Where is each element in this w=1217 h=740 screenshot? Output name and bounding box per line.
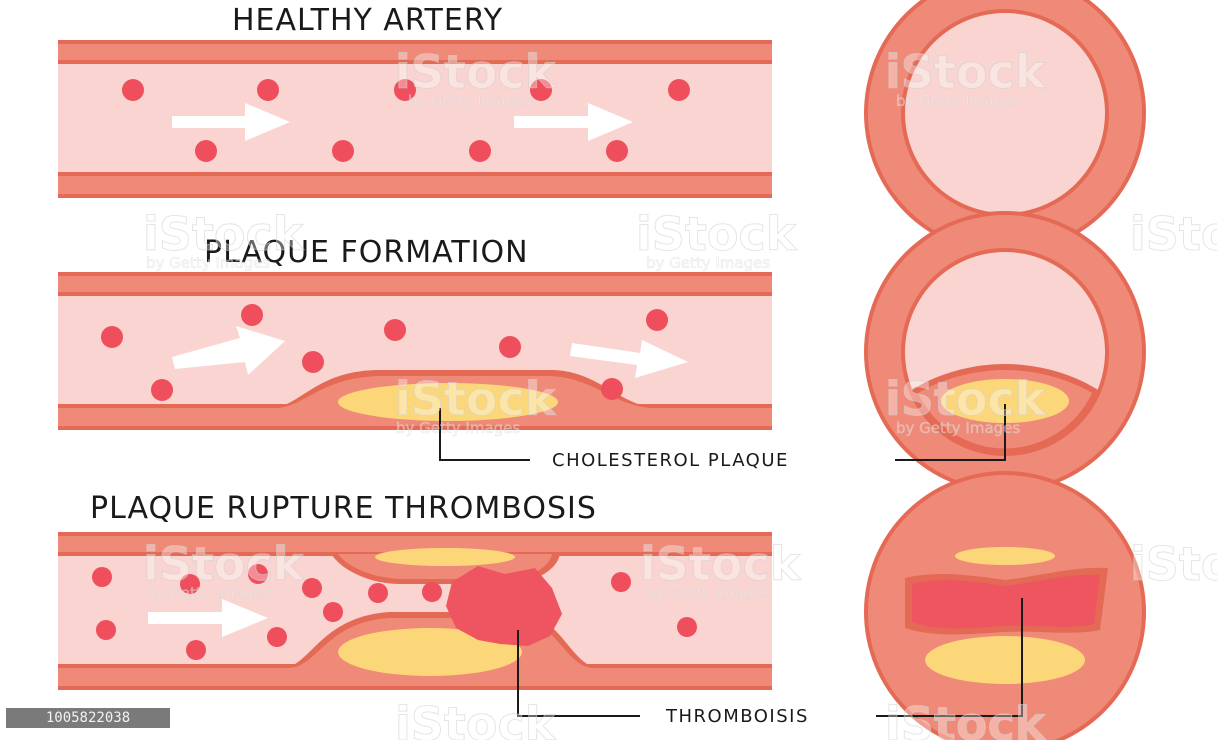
vessel-outer-edge [58, 532, 772, 536]
blood-cell [499, 336, 521, 358]
blood-cell [469, 140, 491, 162]
blood-cell [606, 140, 628, 162]
blood-cell [677, 617, 697, 637]
vessel-outer-edge [58, 686, 772, 690]
watermark-byline: by Getty Images [896, 419, 1020, 437]
watermark-byline: by Getty Images [408, 92, 532, 110]
blood-cell [302, 578, 322, 598]
blood-cell [122, 79, 144, 101]
watermark-logo: iStock [1130, 207, 1217, 261]
upper-cholesterol-plaque [375, 548, 515, 566]
blood-cell [332, 140, 354, 162]
blood-cell [267, 627, 287, 647]
blood-cell [96, 620, 116, 640]
watermark-logo: iStock [885, 45, 1047, 99]
cross-section-lumen [905, 13, 1105, 213]
watermark-logo: iStock [1130, 537, 1217, 591]
cross-section-upper-cholesterol [955, 547, 1055, 565]
watermark-byline: by Getty Images [146, 584, 270, 602]
cholesterol-plaque-label: CHOLESTEROL PLAQUE [552, 450, 789, 471]
cross-section-lower-cholesterol [925, 636, 1085, 684]
healthy-artery-title: HEALTHY ARTERY [232, 3, 503, 38]
watermark-byline: by Getty Images [896, 92, 1020, 110]
blood-cell [92, 567, 112, 587]
blood-cell [422, 582, 442, 602]
blood-cell [195, 140, 217, 162]
watermark-byline: by Getty Images [396, 419, 520, 437]
blood-cell [302, 351, 324, 373]
watermark-logo: iStock [395, 45, 557, 99]
watermark-byline: by Getty Images [146, 254, 270, 272]
blood-cell [646, 309, 668, 331]
watermark-byline: by Getty Images [646, 254, 770, 272]
blood-cell [101, 326, 123, 348]
blood-cell [186, 640, 206, 660]
blood-cell [601, 378, 623, 400]
watermark-logo: iStock [885, 697, 1047, 740]
blood-cell [241, 304, 263, 326]
watermark-logo: iStock [636, 207, 798, 261]
watermark-logo: iStock [640, 537, 802, 591]
blood-cell [384, 319, 406, 341]
vessel-outer-edge [58, 40, 772, 44]
blood-cell [611, 572, 631, 592]
blood-cell [151, 379, 173, 401]
vessel-outer-edge [58, 194, 772, 198]
vessel-outer-edge [58, 272, 772, 276]
rupture-thrombosis-title: PLAQUE RUPTURE THROMBOSIS [90, 491, 597, 526]
watermark-logo: iStock [395, 697, 557, 740]
thrombosis-label: THROMBOISIS [665, 706, 809, 727]
blood-cell [668, 79, 690, 101]
watermark-logo: iStock [395, 372, 557, 426]
watermark-logo: iStock [143, 537, 305, 591]
watermark-byline: by Getty Images [646, 584, 770, 602]
blood-cell [323, 602, 343, 622]
watermark-logo: iStock [143, 207, 305, 261]
watermark-logo: iStock [885, 372, 1047, 426]
image-id-badge: 1005822038 [6, 708, 170, 728]
blood-cell [257, 79, 279, 101]
blood-cell [368, 583, 388, 603]
